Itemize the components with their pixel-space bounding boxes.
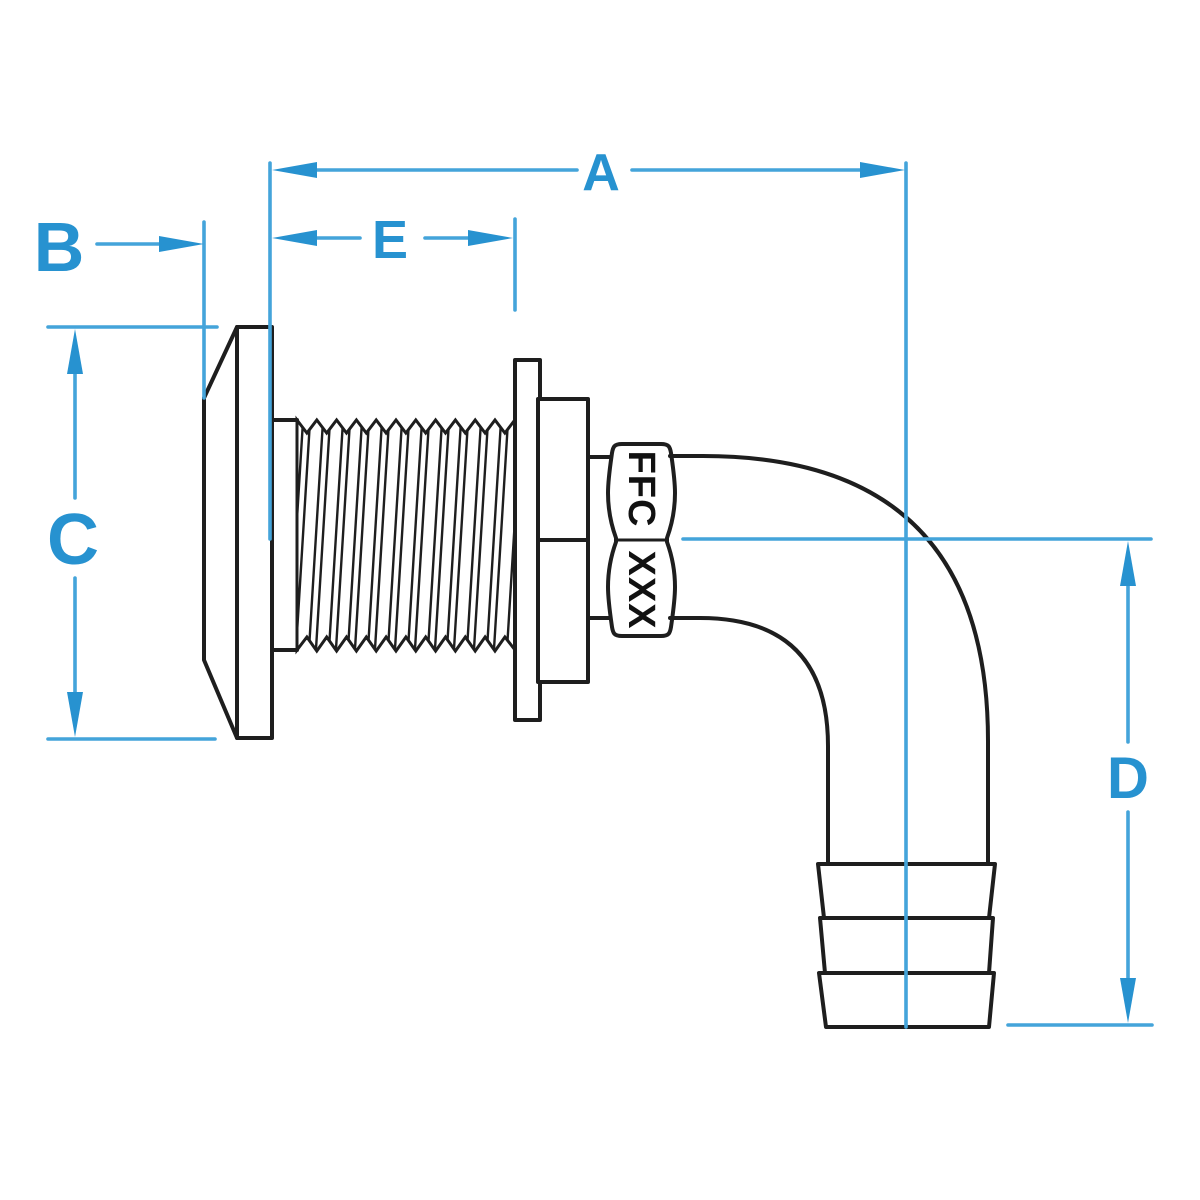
e-arrow-right <box>468 230 513 246</box>
e-arrow-left <box>272 230 317 246</box>
thread-helix-lines <box>297 420 515 651</box>
dimension-c: C <box>47 329 99 737</box>
b-arrow <box>159 236 204 252</box>
a-arrow-left <box>272 162 317 178</box>
d-arrow-top <box>1120 541 1136 586</box>
dimension-label-d: D <box>1107 746 1149 811</box>
body-hub <box>536 397 590 684</box>
dimension-label-c: C <box>47 500 99 580</box>
dimension-label-e: E <box>372 210 408 270</box>
fitting-outline-layer: FFC XXX <box>202 325 997 1029</box>
thread-section <box>295 415 517 655</box>
dimension-label-a: A <box>582 144 620 202</box>
nut-marking-line2: XXX <box>620 550 662 629</box>
dimension-b: B <box>34 208 204 286</box>
extension-lines <box>46 161 1154 1029</box>
c-arrow-top <box>67 329 83 374</box>
c-arrow-bottom <box>67 692 83 737</box>
dimension-layer: A B C D E <box>34 144 1154 1029</box>
elbow-inner-curve <box>668 616 830 866</box>
elbow-outer-curve <box>668 454 990 866</box>
d-arrow-bottom <box>1120 978 1136 1023</box>
neck-section <box>270 418 299 652</box>
dimension-e: E <box>272 210 513 270</box>
elbow-bend <box>668 454 990 866</box>
flange-head <box>202 325 274 740</box>
locking-nut: FFC XXX <box>606 442 677 638</box>
dimension-a: A <box>272 144 905 202</box>
dimension-label-b: B <box>34 208 85 286</box>
a-arrow-right <box>860 162 905 178</box>
nut-marking-line1: FFC <box>620 451 662 528</box>
dimension-d: D <box>1107 541 1149 1023</box>
